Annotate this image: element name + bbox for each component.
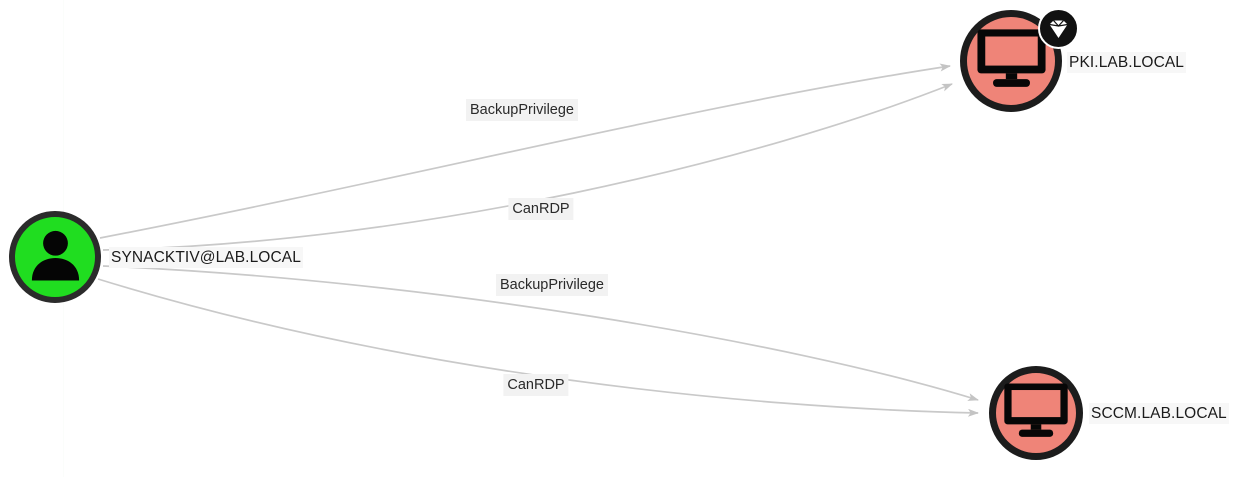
computer-icon bbox=[1004, 383, 1068, 437]
graph-edge[interactable] bbox=[102, 83, 953, 251]
edge-label[interactable]: BackupPrivilege bbox=[496, 274, 608, 296]
graph-edge[interactable] bbox=[99, 63, 951, 239]
edge-label[interactable]: CanRDP bbox=[508, 198, 574, 220]
node-label-user[interactable]: SYNACKTIV@LAB.LOCAL bbox=[109, 247, 303, 268]
edge-label[interactable]: BackupPrivilege bbox=[466, 99, 578, 121]
graph-edge[interactable] bbox=[102, 265, 979, 401]
computer-icon bbox=[976, 29, 1046, 87]
edge-label[interactable]: CanRDP bbox=[503, 374, 569, 396]
computer-icon bbox=[976, 28, 1047, 94]
graph-node-sccm[interactable] bbox=[989, 366, 1083, 460]
user-icon bbox=[31, 230, 79, 281]
user-icon bbox=[26, 225, 85, 289]
high-value-badge[interactable] bbox=[1037, 8, 1079, 50]
computer-icon bbox=[1003, 382, 1069, 444]
node-label-sccm[interactable]: SCCM.LAB.LOCAL bbox=[1089, 403, 1229, 424]
graph-node-user[interactable] bbox=[9, 211, 101, 303]
node-label-pki[interactable]: PKI.LAB.LOCAL bbox=[1067, 52, 1187, 73]
diamond-icon bbox=[1048, 20, 1068, 39]
